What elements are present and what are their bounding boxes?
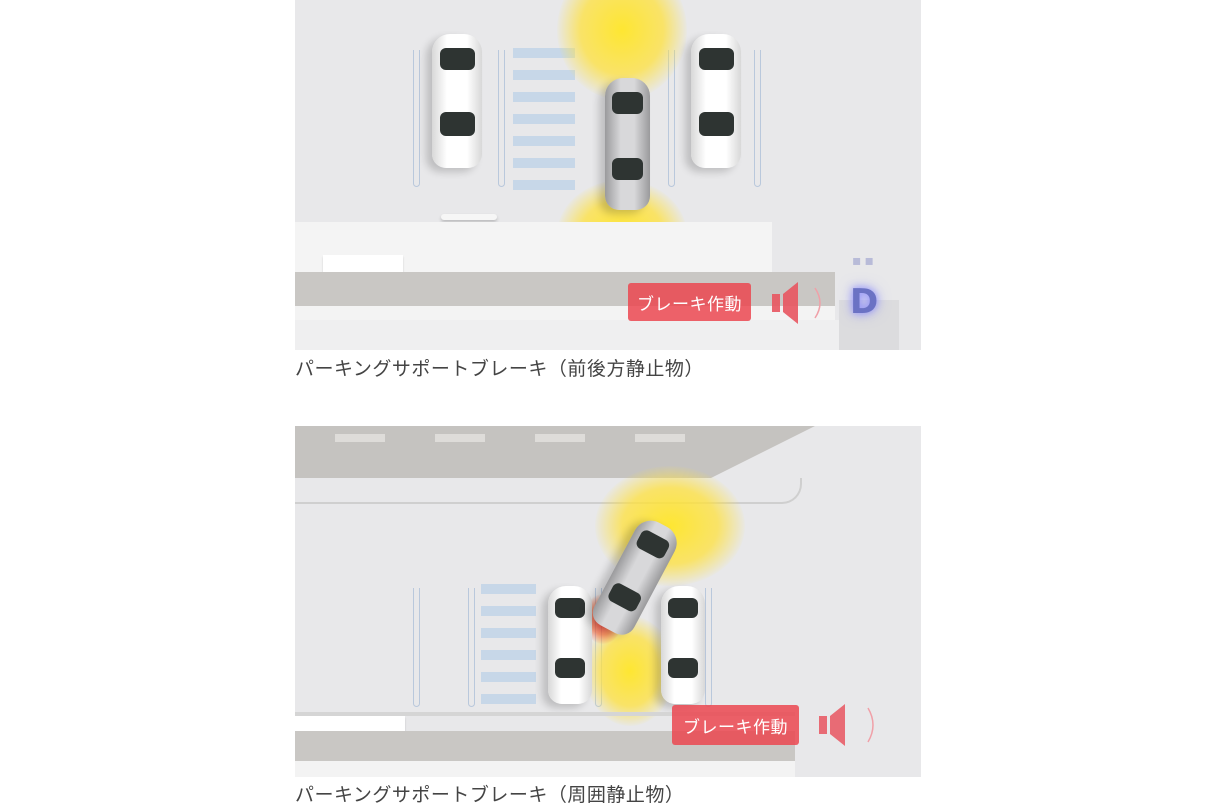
parking-line — [705, 588, 712, 707]
parking-line — [413, 50, 420, 187]
roof-detail — [435, 434, 485, 442]
parked-car-right — [691, 34, 741, 168]
parking-line — [413, 588, 420, 707]
illustration-surrounding-static: ブレーキ作動 — [295, 426, 921, 777]
wall-face — [295, 306, 835, 320]
parking-line — [498, 50, 505, 187]
ground — [295, 320, 840, 350]
wall-edge — [295, 712, 795, 716]
parked-car-right — [661, 586, 705, 704]
wall-ledge — [295, 272, 835, 306]
brake-active-badge: ブレーキ作動 — [672, 705, 799, 745]
parking-line — [754, 50, 761, 187]
illustration-front-rear-static: ブレーキ作動 ▪▪ D — [295, 0, 921, 350]
roof-detail — [535, 434, 585, 442]
pillar — [839, 300, 899, 350]
wheel-stop — [441, 214, 497, 220]
ego-car — [605, 78, 650, 210]
parked-car-left — [432, 34, 482, 168]
caption-front-rear-static: パーキングサポートブレーキ（前後方静止物） — [295, 358, 704, 380]
wall-blocks — [295, 716, 405, 734]
caption-surrounding-static: パーキングサポートブレーキ（周囲静止物） — [295, 784, 685, 806]
speaker-icon — [819, 704, 874, 746]
parking-line — [668, 50, 675, 187]
speaker-icon — [772, 282, 821, 324]
gear-dots: ▪▪ — [852, 253, 877, 269]
roof-detail — [335, 434, 385, 442]
parked-car-left — [548, 586, 592, 704]
crosswalk-stripes — [513, 48, 575, 190]
wall-block — [323, 255, 403, 277]
brake-active-badge: ブレーキ作動 — [628, 283, 751, 321]
wall-face — [295, 761, 795, 777]
roof-detail — [635, 434, 685, 442]
gear-drive-indicator: D — [850, 282, 879, 322]
crosswalk-stripes — [481, 584, 536, 706]
parking-line — [468, 588, 475, 707]
